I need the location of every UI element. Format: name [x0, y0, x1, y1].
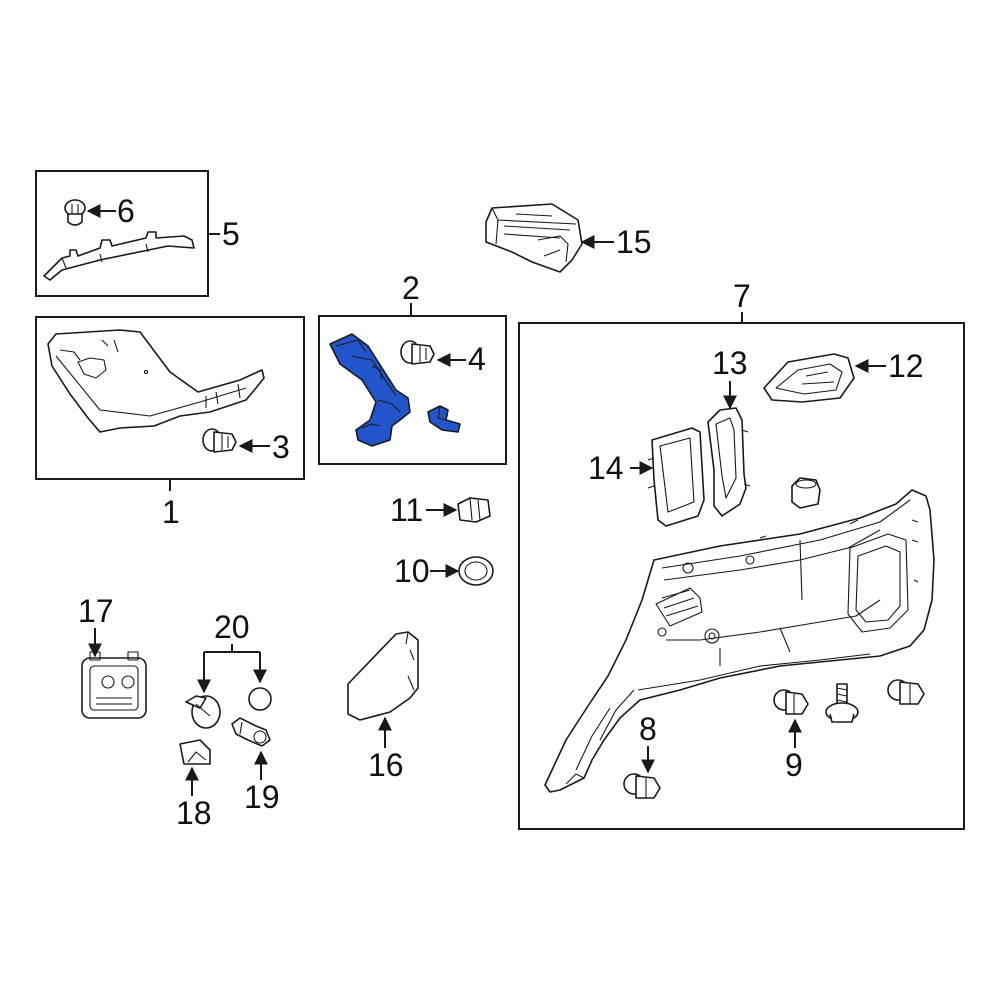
callout-20[interactable]: 20	[214, 609, 250, 645]
callout-13[interactable]: 13	[712, 345, 748, 381]
group-box-2	[318, 315, 507, 465]
callout-6[interactable]: 6	[117, 193, 135, 229]
handle-part-12[interactable]	[763, 353, 855, 403]
callout-12[interactable]: 12	[888, 348, 924, 384]
callout-1[interactable]: 1	[162, 494, 180, 530]
switch-panel-part-17[interactable]	[81, 651, 147, 719]
clip-part-11[interactable]	[457, 497, 491, 523]
trim-panel-part-13[interactable]	[707, 407, 751, 517]
callout-17[interactable]: 17	[78, 593, 114, 629]
quarter-trim-part-1[interactable]	[47, 329, 265, 433]
socket-part-19[interactable]	[231, 717, 271, 747]
callout-14[interactable]: 14	[588, 450, 624, 486]
bulb-socket-part-20[interactable]	[185, 695, 221, 729]
cap-part-10[interactable]	[458, 556, 494, 586]
clip-part-4[interactable]	[400, 340, 435, 365]
callout-18[interactable]: 18	[176, 795, 212, 831]
callout-8[interactable]: 8	[639, 711, 657, 747]
trim-panel-part-14[interactable]	[647, 427, 705, 527]
bulb-part-20b[interactable]	[248, 687, 272, 711]
callout-16[interactable]: 16	[368, 747, 404, 783]
clip-part-6[interactable]	[64, 199, 86, 226]
callout-4[interactable]: 4	[468, 341, 486, 377]
clip-part-3[interactable]	[202, 428, 237, 453]
callout-11[interactable]: 11	[390, 492, 423, 528]
trim-strip-part-5[interactable]	[43, 231, 195, 281]
callout-3[interactable]: 3	[272, 429, 290, 465]
bolt-part-7c[interactable]	[825, 683, 859, 723]
cap-part-7b[interactable]	[791, 477, 821, 509]
clip-part-9[interactable]	[773, 689, 809, 715]
module-part-15[interactable]	[485, 203, 583, 273]
group-box-7	[518, 322, 965, 830]
callout-9[interactable]: 9	[785, 747, 803, 783]
group-box-5	[35, 170, 209, 297]
quarter-panel-part-7[interactable]	[544, 489, 935, 793]
callout-15[interactable]: 15	[616, 224, 652, 260]
bracket-part-2b-highlighted[interactable]	[427, 405, 461, 433]
cover-part-16[interactable]	[347, 631, 419, 721]
clip-part-8[interactable]	[623, 773, 661, 799]
lamp-lens-part-18[interactable]	[179, 739, 211, 765]
clip-part-7d[interactable]	[887, 679, 925, 705]
callout-7[interactable]: 7	[733, 278, 751, 314]
callout-10[interactable]: 10	[394, 553, 430, 589]
callout-2[interactable]: 2	[402, 270, 420, 306]
callout-19[interactable]: 19	[244, 779, 280, 815]
callout-5[interactable]: 5	[222, 216, 240, 252]
pillar-trim-part-2-highlighted[interactable]	[329, 333, 411, 447]
